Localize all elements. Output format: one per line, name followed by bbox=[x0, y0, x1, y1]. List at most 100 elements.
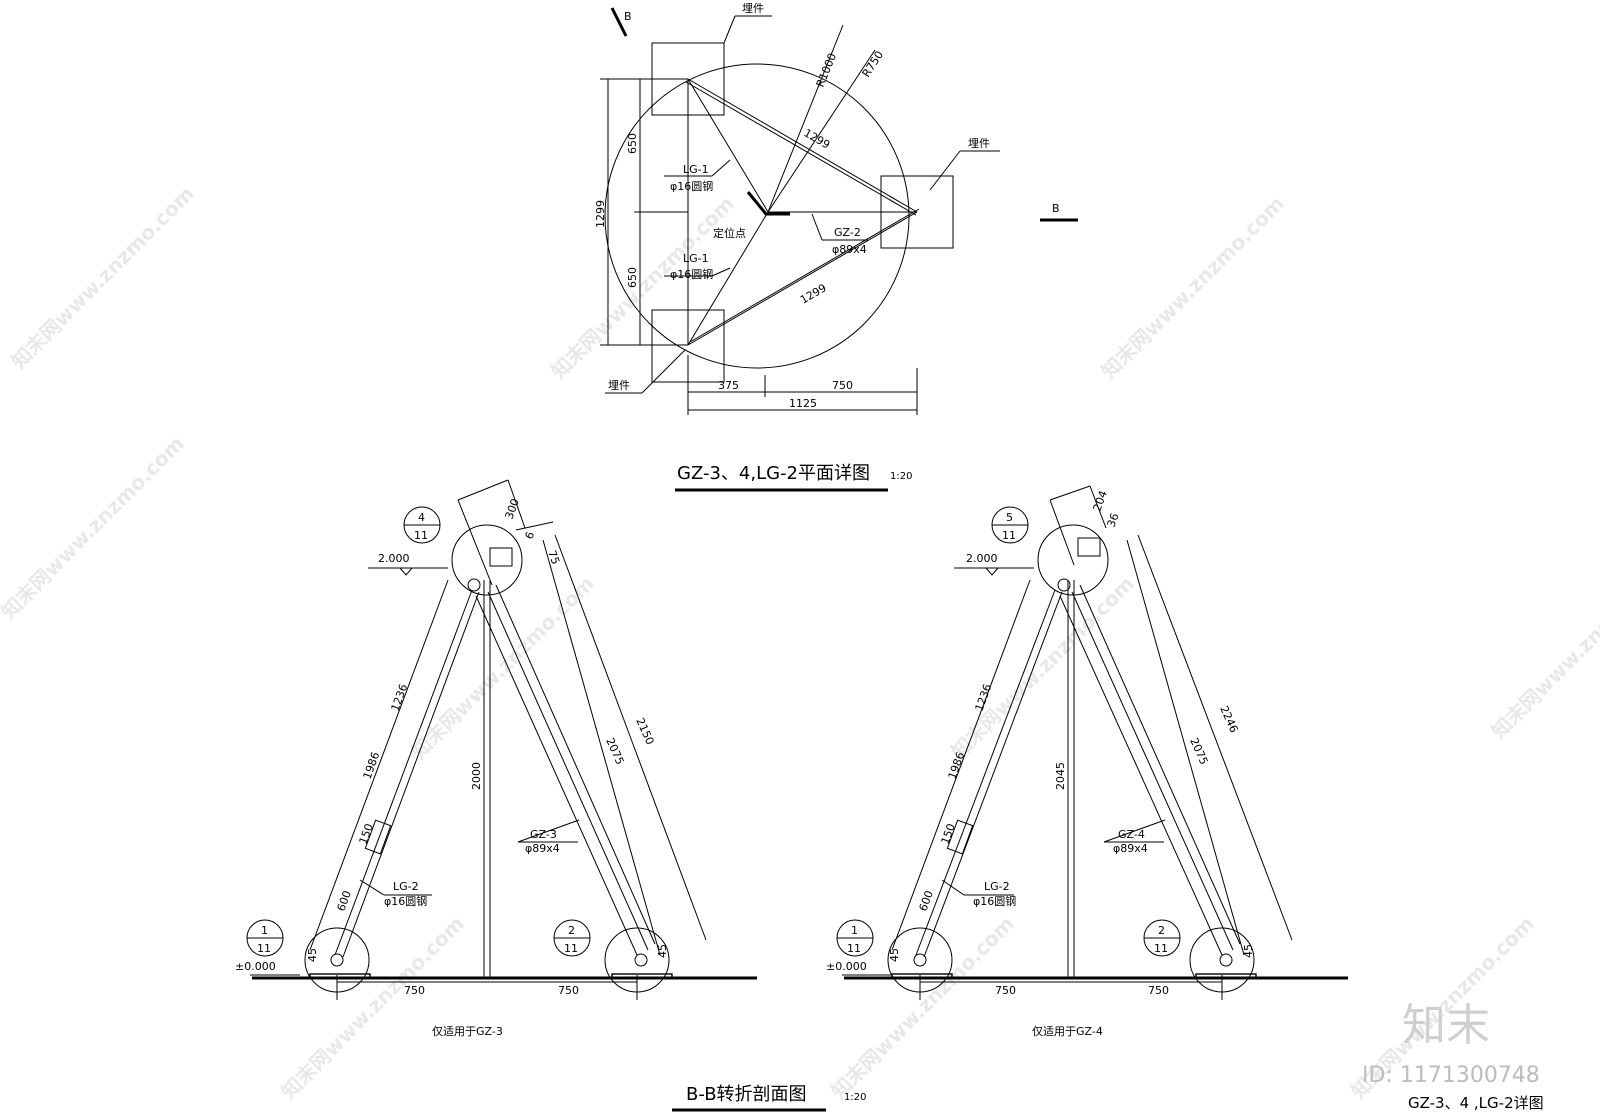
lg-spec: φ16圆钢 bbox=[973, 895, 1016, 908]
dim-2075: 2075 bbox=[603, 736, 626, 767]
radius-leader-inner bbox=[767, 49, 876, 213]
dim-6: 6 bbox=[523, 530, 538, 541]
turnbuckle bbox=[364, 819, 392, 855]
dim-2045: 2045 bbox=[1054, 762, 1067, 790]
gz-member-bottom-edge bbox=[689, 208, 920, 343]
section-left-note: 仅适用于GZ-3 bbox=[432, 1025, 503, 1038]
locate-point-marker bbox=[746, 191, 790, 216]
callout-top-num: 5 bbox=[1006, 511, 1013, 524]
dim-2075: 2075 bbox=[1187, 736, 1210, 767]
watermark-text: 知末网www.znzmo.com bbox=[947, 571, 1139, 763]
dim-2246: 2246 bbox=[1217, 704, 1240, 735]
gz-member-top bbox=[687, 78, 918, 213]
gz-spec: φ89x4 bbox=[1113, 842, 1148, 855]
callout-top-den: 11 bbox=[1002, 529, 1016, 542]
turnbuckle bbox=[946, 819, 974, 855]
lg-name: LG-2 bbox=[393, 880, 419, 893]
locate-point-label: 定位点 bbox=[713, 226, 746, 240]
gz-name: GZ-4 bbox=[1118, 828, 1145, 841]
embed-leader-3 bbox=[641, 349, 686, 394]
elev-base: ±0.000 bbox=[826, 960, 867, 973]
callout-left-den: 11 bbox=[257, 942, 271, 955]
dim-45-r: 45 bbox=[656, 944, 669, 958]
section-mark-right: B bbox=[1052, 202, 1060, 215]
callout-top-num: 4 bbox=[418, 511, 425, 524]
section-right-note: 仅适用于GZ-4 bbox=[1032, 1025, 1103, 1038]
gz-spec: φ89x4 bbox=[525, 842, 560, 855]
dim-600: 600 bbox=[335, 889, 354, 913]
watermark-text: 知末网www.znzmo.com bbox=[1097, 191, 1289, 383]
radius-outer-label: R1000 bbox=[814, 51, 839, 89]
lg1-a-name: LG-1 bbox=[683, 163, 709, 176]
watermark-text: 知末网www.znzmo.com bbox=[547, 191, 739, 383]
lg-name: LG-2 bbox=[984, 880, 1010, 893]
dim-45-l: 45 bbox=[306, 948, 319, 962]
id-text: ID: 1171300748 bbox=[1362, 1063, 1540, 1088]
lg2-member bbox=[334, 589, 473, 956]
section-mark-top: B bbox=[624, 10, 632, 23]
dim-2000: 2000 bbox=[470, 762, 483, 790]
outer-circle bbox=[604, 63, 910, 369]
section-scale: 1:20 bbox=[844, 1092, 866, 1103]
dim-750-r: 750 bbox=[558, 984, 579, 997]
elev-base: ±0.000 bbox=[235, 960, 276, 973]
lg1-a-spec: φ16圆钢 bbox=[670, 180, 713, 193]
callout-right-den: 11 bbox=[1154, 942, 1168, 955]
callout-right-num: 2 bbox=[568, 924, 575, 937]
watermark-text: 知末网www.znzmo.com bbox=[7, 181, 199, 373]
callout-left-num: 1 bbox=[261, 924, 268, 937]
gz3-member bbox=[475, 595, 638, 956]
dim-36: 36 bbox=[1105, 511, 1122, 529]
watermark-text: 知末网www.znzmo.com bbox=[827, 911, 1019, 1103]
dim-1299-left: 1299 bbox=[594, 200, 607, 228]
dim-1299-bottom: 1299 bbox=[798, 281, 829, 306]
dim-45-l: 45 bbox=[888, 948, 901, 962]
section-title: B-B转折剖面图 bbox=[686, 1084, 807, 1105]
gz-member-top-edge bbox=[685, 81, 917, 216]
watermark-text: 知末网www.znzmo.com bbox=[1487, 551, 1600, 743]
dim-150: 150 bbox=[357, 822, 376, 846]
lg1-b-name: LG-1 bbox=[683, 252, 709, 265]
watermark-text: 知末网www.znzmo.com bbox=[277, 911, 469, 1103]
section-mark-top-line bbox=[610, 7, 628, 37]
center-line-b bbox=[687, 211, 769, 346]
dim-75: 75 bbox=[545, 549, 562, 567]
lg1-b-spec: φ16圆钢 bbox=[670, 268, 713, 281]
gz-member-bottom bbox=[687, 211, 918, 346]
section-right: 5 11 1 11 2 11 2.000 ±0.000 204 36 1236 … bbox=[826, 485, 1348, 1038]
dim-750-l: 750 bbox=[995, 984, 1016, 997]
plan-title: GZ-3、4,LG-2平面详图 bbox=[677, 463, 870, 484]
callout-right-num: 2 bbox=[1158, 924, 1165, 937]
embed-leader-1 bbox=[723, 15, 736, 44]
dim-150: 150 bbox=[939, 822, 958, 846]
callout-top-den: 11 bbox=[414, 529, 428, 542]
embed-label-2: 埋件 bbox=[968, 137, 990, 150]
dim-750-r: 750 bbox=[1148, 984, 1169, 997]
gz2-spec: φ89x4 bbox=[832, 243, 867, 256]
dim-1236: 1236 bbox=[389, 682, 411, 713]
dim-300: 300 bbox=[503, 497, 522, 521]
elev-top: 2.000 bbox=[378, 552, 410, 565]
elev-top: 2.000 bbox=[966, 552, 998, 565]
embed-leader-2 bbox=[929, 150, 961, 191]
callout-left-num: 1 bbox=[851, 924, 858, 937]
dim-204: 204 bbox=[1091, 489, 1110, 513]
watermark-text: 知末网www.znzmo.com bbox=[0, 431, 189, 623]
radius-inner-label: R750 bbox=[860, 49, 887, 80]
lg2-member bbox=[915, 589, 1056, 956]
dim-650-a: 650 bbox=[626, 133, 639, 154]
brand-logo: 知末 bbox=[1402, 1000, 1490, 1051]
dim-750: 750 bbox=[832, 379, 853, 392]
dim-2150: 2150 bbox=[633, 716, 656, 747]
detail-circle-top bbox=[1037, 524, 1109, 596]
center-line-a bbox=[687, 78, 769, 213]
detail-circle-top bbox=[451, 524, 523, 596]
embed-label-3: 埋件 bbox=[608, 379, 630, 392]
dim-750-l: 750 bbox=[404, 984, 425, 997]
callout-right-den: 11 bbox=[564, 942, 578, 955]
dim-375: 375 bbox=[718, 379, 739, 392]
callout-left-den: 11 bbox=[847, 942, 861, 955]
plan-scale: 1:20 bbox=[890, 471, 912, 482]
section-left: 4 11 1 11 2 11 2.000 ±0.000 300 6 75 123… bbox=[235, 479, 757, 1038]
